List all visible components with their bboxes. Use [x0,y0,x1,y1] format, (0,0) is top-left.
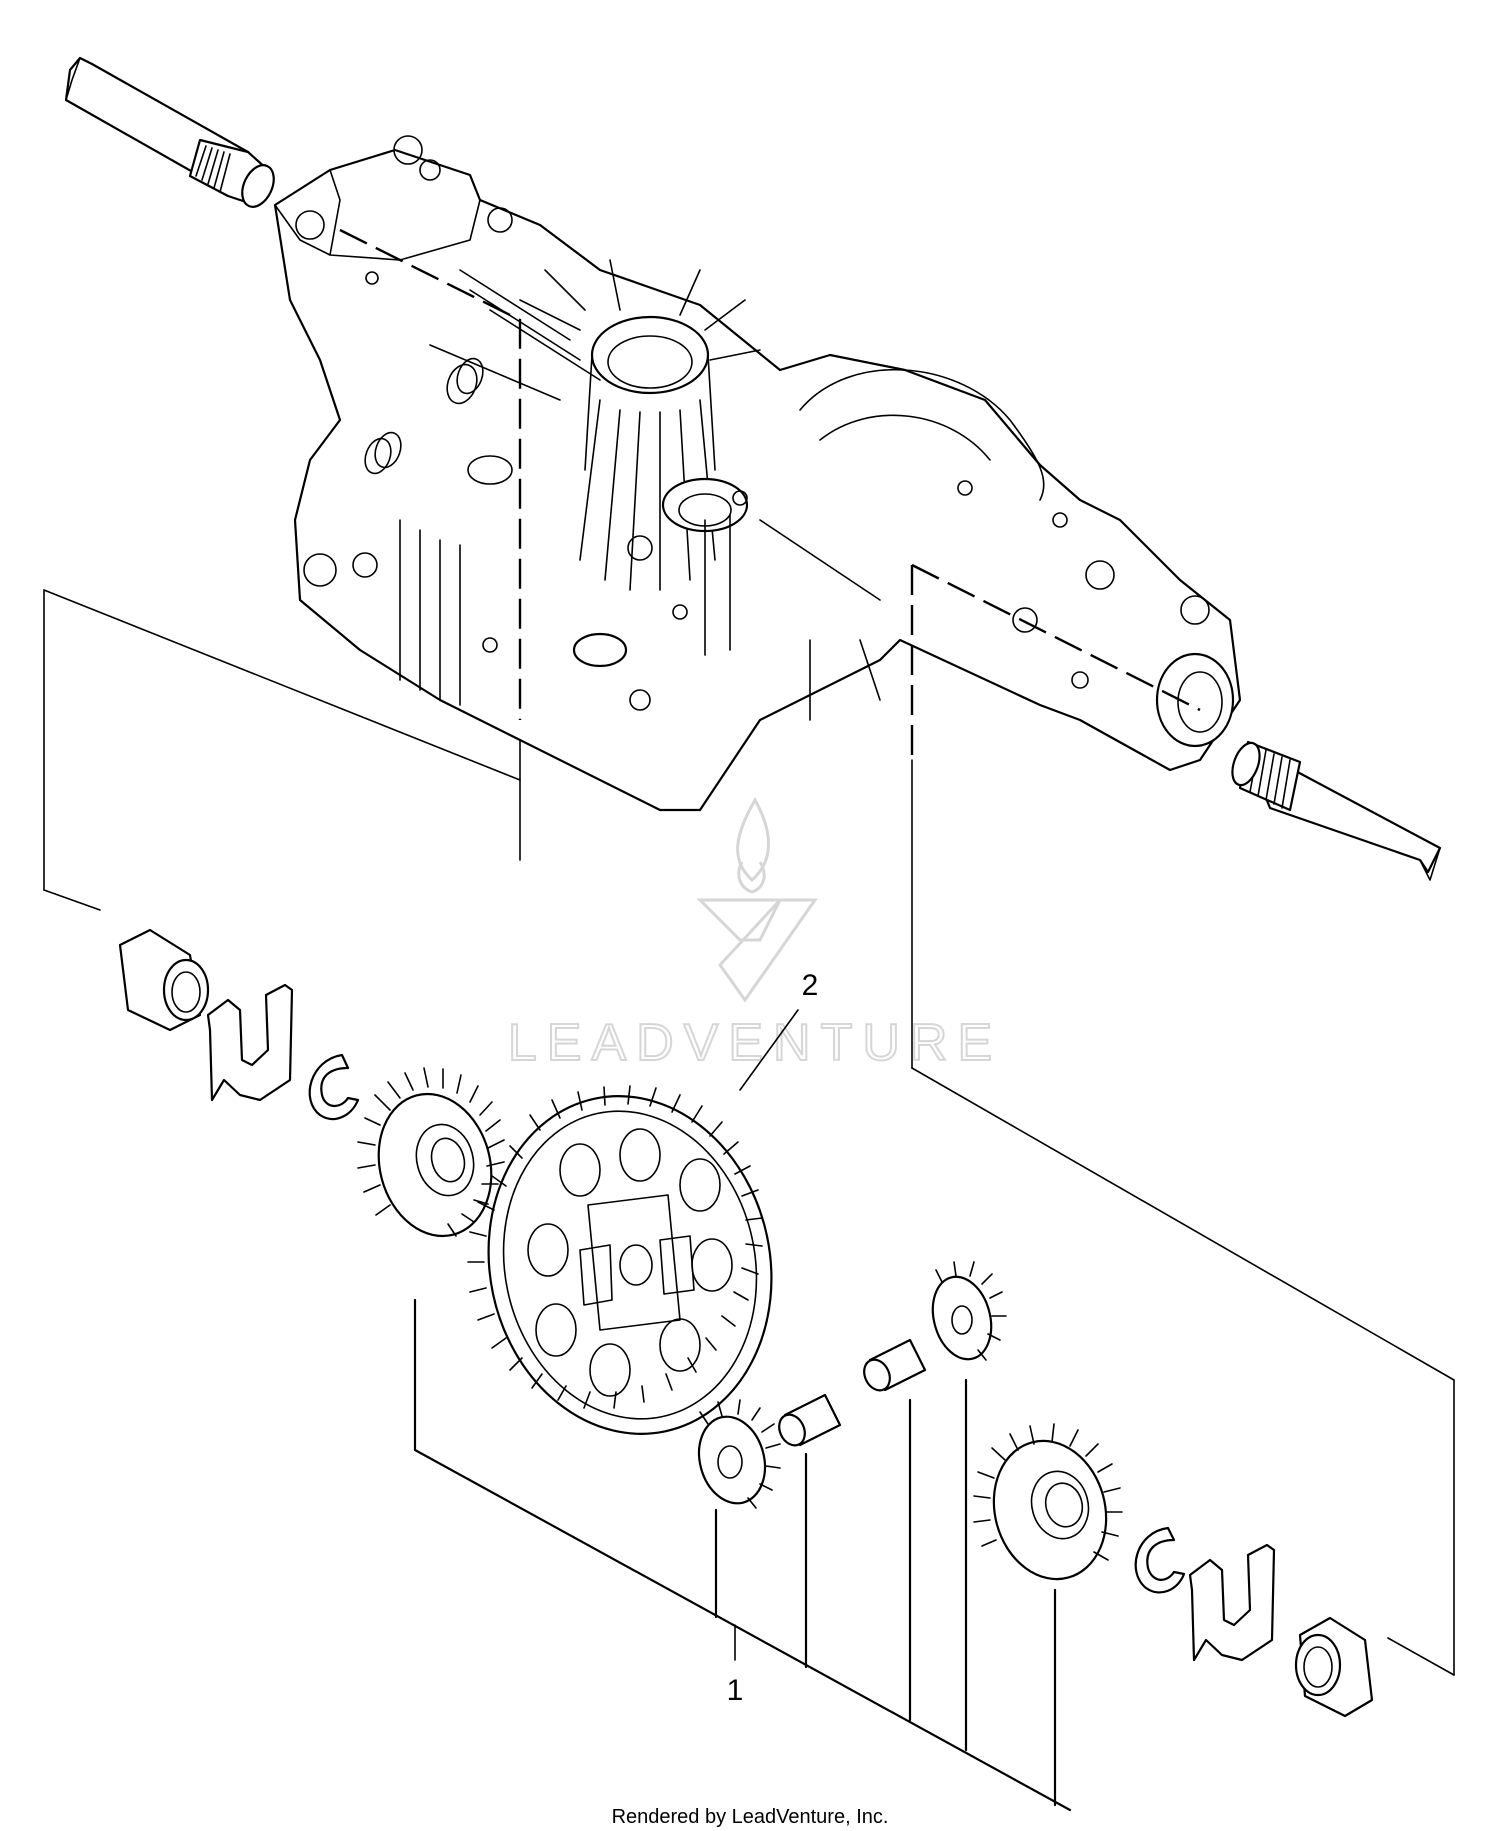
callout-label-1: 1 [727,1674,744,1707]
callout-label-2: 2 [802,969,819,1002]
left-axle-shaft [64,56,275,208]
cross-pin-left [778,1393,842,1447]
watermark-text: LEADVENTURE [508,1014,1002,1072]
upper-pinion-gear [931,1261,1007,1361]
right-bushing [1294,1616,1374,1718]
differential-ring-gear [467,1085,773,1435]
watermark: LEADVENTURE [507,796,1002,1073]
left-thrust-washer [206,983,294,1102]
callout-2-leader [739,1009,799,1091]
right-axle-shaft [1231,740,1442,881]
right-thrust-washer [1188,1543,1276,1662]
left-retaining-clip [308,1053,360,1121]
left-bushing [118,928,210,1032]
left-bevel-side-gear [357,1067,505,1238]
lower-pinion-gear [697,1399,781,1509]
assembly-center-lines [339,228,1201,760]
callout-1-bracket [413,1298,1072,1812]
rendered-by-footer: Rendered by LeadVenture, Inc. [612,1806,889,1828]
exploded-view-guide-lines [43,589,1455,1676]
right-bevel-side-gear [973,1423,1123,1581]
right-retaining-clip [1134,1526,1186,1594]
cross-pin-right [863,1338,927,1392]
flame-v-logo-icon [696,796,818,1003]
transmission-housing [273,135,1242,812]
